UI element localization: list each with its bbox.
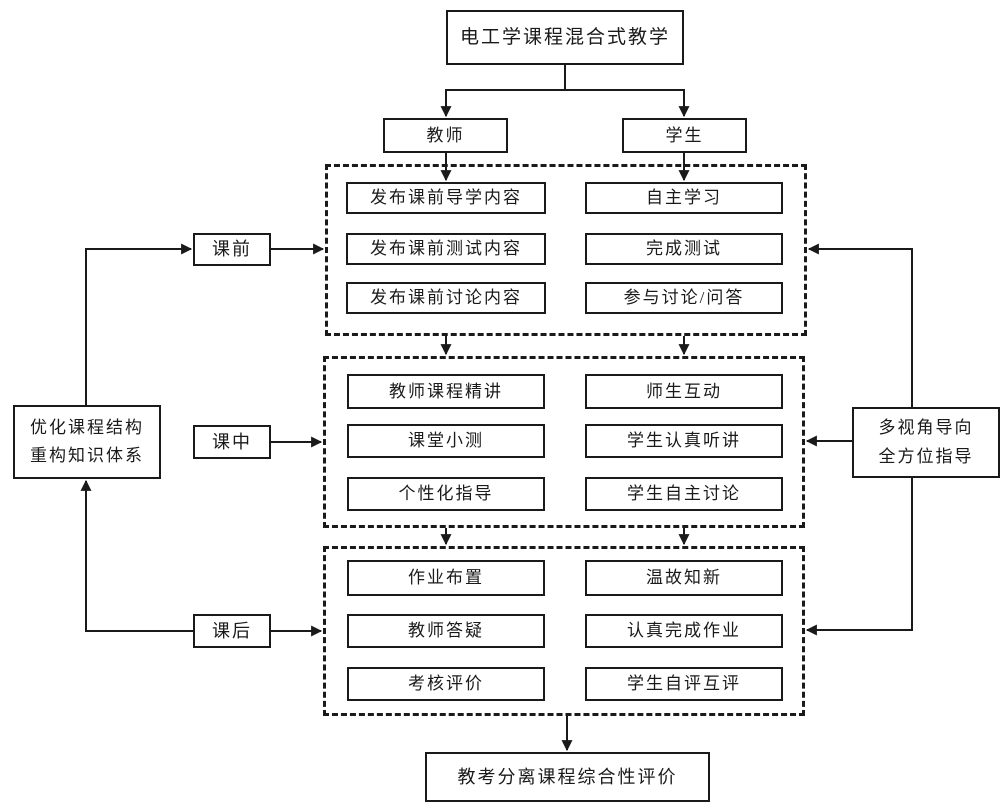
post-class-container	[323, 546, 805, 716]
in-teacher-task-3: 个性化指导	[347, 477, 545, 511]
right-note-box: 多视角导向 全方位指导	[852, 407, 1000, 478]
in-class-container	[323, 356, 805, 528]
pre-teacher-task-1: 发布课前导学内容	[346, 182, 546, 214]
left-note-box: 优化课程结构 重构知识体系	[13, 405, 161, 479]
connector-leftnote-to-preclass	[85, 243, 193, 405]
phase-label-post-class: 课后	[193, 614, 271, 648]
left-note-line2: 重构知识体系	[30, 446, 144, 465]
right-note-line2: 全方位指导	[878, 446, 974, 466]
post-student-task-1: 温故知新	[585, 560, 783, 596]
post-teacher-task-3: 考核评价	[347, 667, 545, 701]
in-student-task-1: 师生互动	[585, 374, 783, 409]
post-teacher-task-1: 作业布置	[347, 560, 545, 596]
phase-label-pre-class: 课前	[193, 233, 271, 266]
in-student-task-2: 学生认真听讲	[585, 424, 783, 458]
phase-label-in-class: 课中	[193, 425, 271, 459]
in-teacher-task-2: 课堂小测	[347, 424, 545, 458]
pre-student-task-2: 完成测试	[585, 233, 783, 265]
right-note-line1: 多视角导向	[878, 418, 974, 438]
teacher-role-box: 教师	[383, 118, 508, 153]
pre-student-task-1: 自主学习	[585, 182, 783, 214]
connector-postclass-to-leftnote	[80, 479, 193, 632]
pre-student-task-3: 参与讨论/问答	[585, 282, 783, 314]
footer-evaluation-box: 教考分离课程综合性评价	[425, 752, 710, 802]
post-student-task-3: 学生自评互评	[585, 667, 783, 701]
post-student-task-2: 认真完成作业	[585, 614, 783, 648]
in-teacher-task-1: 教师课程精讲	[347, 374, 545, 409]
diagram-title: 电工学课程混合式教学	[446, 10, 684, 65]
connector-rightnote-to-pre	[807, 243, 913, 407]
in-student-task-3: 学生自主讨论	[585, 477, 783, 511]
pre-teacher-task-3: 发布课前讨论内容	[346, 282, 546, 314]
post-teacher-task-2: 教师答疑	[347, 614, 545, 648]
left-note-line1: 优化课程结构	[30, 417, 144, 437]
student-role-box: 学生	[622, 118, 747, 153]
pre-teacher-task-2: 发布课前测试内容	[346, 233, 546, 265]
connector-rightnote-to-post	[805, 478, 913, 636]
pre-class-container	[325, 164, 807, 336]
